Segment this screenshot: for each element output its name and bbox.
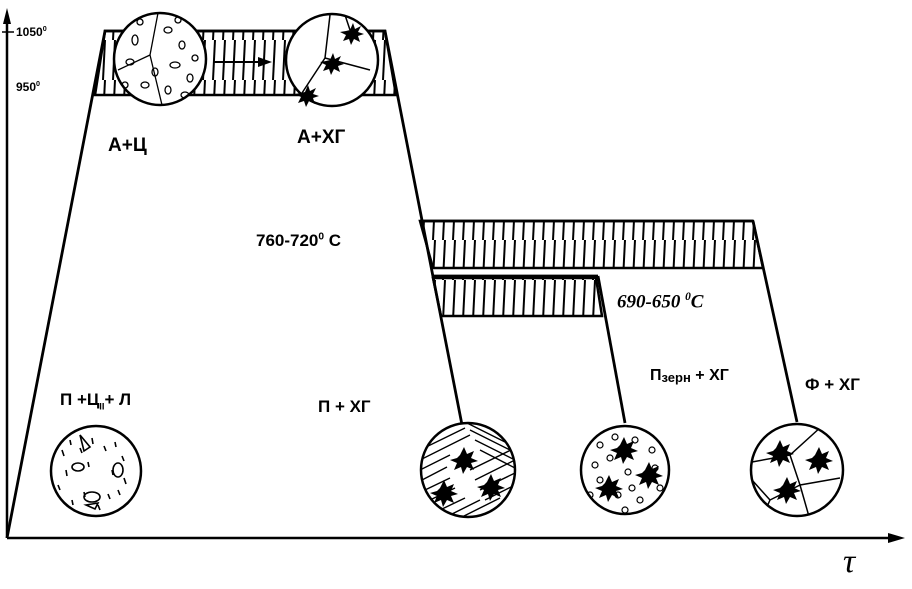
label-ferrite-graphite: Ф + ХГ [805, 375, 860, 394]
y-tick-label-1050: 10500 [16, 24, 47, 39]
axes [2, 8, 905, 543]
microstructure-austenite-graphite [284, 12, 380, 108]
time-axis-symbol: τ [843, 543, 856, 580]
label-pearlite-cementite-ledeburite: П +ЦII+ Л [60, 390, 132, 412]
graphite-rosettes [295, 23, 364, 107]
microstructure-pearlite-graphite [419, 421, 517, 519]
y-axis-arrow [3, 8, 11, 24]
y-tick-label-950: 9500 [16, 79, 41, 94]
isotherm-band-upper [418, 219, 765, 270]
microstructure-pearlite-cementite-ledeburite [49, 424, 143, 518]
label-isotherm-lower: 690-650 0С [617, 291, 704, 313]
label-austenite-graphite: А+ХГ [297, 127, 346, 148]
label-pearlite-graphite: П + ХГ [318, 397, 371, 416]
isotherm-band-lower [431, 276, 604, 318]
microstructure-austenite-cementite [112, 11, 272, 107]
x-axis-arrow [888, 533, 905, 543]
label-granular-pearlite-graphite: Пзерн + ХГ [650, 367, 729, 385]
label-isotherm-upper: 760-7200 С [256, 231, 342, 250]
label-austenite-cementite: А+Ц [108, 135, 147, 156]
microstructure-granular-pearlite-graphite [579, 424, 671, 516]
microstructure-ferrite-graphite [749, 422, 845, 518]
